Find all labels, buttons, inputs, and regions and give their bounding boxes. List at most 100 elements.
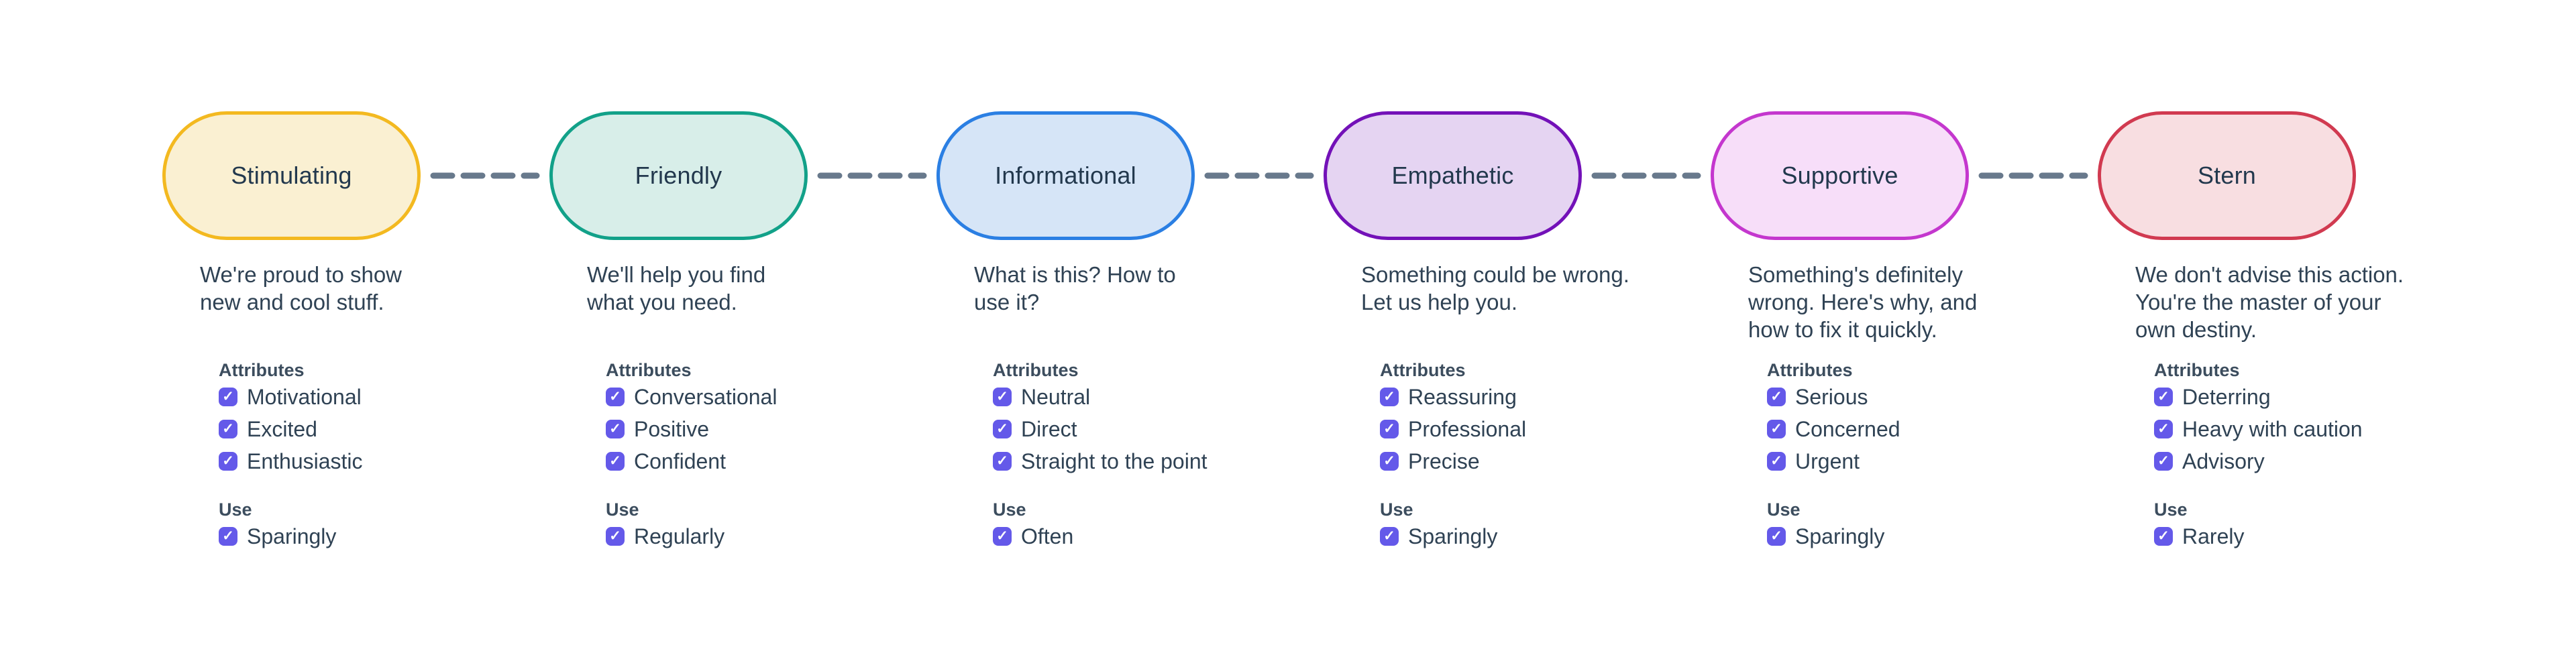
checkbox[interactable]: ✓	[1767, 527, 1786, 546]
checkbox[interactable]: ✓	[606, 420, 625, 438]
use-list: ✓ Sparingly	[1380, 524, 1497, 548]
attributes-section: Attributes ✓ Motivational ✓ Excited ✓ En…	[219, 359, 363, 484]
use-heading: Use	[1380, 499, 1413, 520]
checkbox-row: ✓ Advisory	[2154, 449, 2363, 473]
checkbox[interactable]: ✓	[1380, 452, 1399, 471]
use-list: ✓ Regularly	[606, 524, 724, 548]
checkbox[interactable]: ✓	[1380, 420, 1399, 438]
attributes-list: ✓ Motivational ✓ Excited ✓ Enthusiastic	[219, 385, 363, 473]
tone-name: Stimulating	[231, 162, 352, 189]
check-icon: ✓	[2157, 453, 2169, 469]
tone-column-informational: Informational What is this? How to use i…	[936, 0, 1272, 649]
checkbox[interactable]: ✓	[219, 420, 237, 438]
checkbox-label: Straight to the point	[1021, 449, 1208, 473]
attributes-list: ✓ Serious ✓ Concerned ✓ Urgent	[1767, 384, 1900, 473]
use-section: Use ✓ Sparingly	[219, 499, 336, 559]
tone-name: Empathetic	[1391, 162, 1514, 189]
checkbox-label: Sparingly	[247, 524, 337, 548]
checkbox-row: ✓ Motivational	[219, 385, 363, 409]
checkbox-row: ✓ Often	[993, 524, 1074, 548]
checkbox[interactable]: ✓	[1767, 452, 1786, 471]
checkbox-label: Serious	[1795, 384, 1868, 409]
tone-description: Something could be wrong. Let us help yo…	[1361, 262, 1629, 314]
tone-description: We're proud to show new and cool stuff.	[200, 262, 402, 314]
attributes-list: ✓ Reassuring ✓ Professional ✓ Precise	[1380, 385, 1527, 473]
checkbox[interactable]: ✓	[993, 452, 1012, 471]
checkbox-row: ✓ Enthusiastic	[219, 449, 363, 473]
checkbox[interactable]: ✓	[606, 388, 625, 406]
checkbox-label: Often	[1021, 524, 1074, 548]
attributes-heading: Attributes	[1767, 360, 1853, 380]
check-icon: ✓	[996, 420, 1008, 436]
checkbox[interactable]: ✓	[1767, 420, 1786, 438]
checkbox-label: Professional	[1408, 416, 1527, 441]
checkbox-row: ✓ Urgent	[1767, 449, 1900, 473]
use-section: Use ✓ Often	[993, 499, 1073, 559]
checkbox-row: ✓ Reassuring	[1380, 385, 1526, 409]
check-icon: ✓	[1770, 388, 1782, 404]
checkbox[interactable]: ✓	[993, 388, 1012, 406]
use-list: ✓ Sparingly	[219, 524, 337, 548]
check-icon: ✓	[2157, 420, 2169, 436]
checkbox-label: Neutral	[1021, 384, 1091, 409]
tone-column-empathetic: Empathetic Something could be wrong. Let…	[1324, 0, 1659, 649]
attributes-section: Attributes ✓ Reassuring ✓ Professional ✓…	[1380, 359, 1526, 484]
checkbox[interactable]: ✓	[219, 452, 237, 471]
checkbox[interactable]: ✓	[1380, 388, 1399, 406]
checkbox-row: ✓ Confident	[606, 449, 777, 473]
attributes-section: Attributes ✓ Deterring ✓ Heavy with caut…	[2154, 359, 2363, 484]
check-icon: ✓	[222, 453, 234, 469]
tone-description: We'll help you find what you need.	[587, 262, 766, 314]
checkbox-label: Positive	[634, 416, 710, 441]
attributes-list: ✓ Conversational ✓ Positive ✓ Confident	[606, 385, 777, 473]
checkbox-label: Motivational	[247, 384, 362, 409]
checkbox-row: ✓ Neutral	[993, 385, 1208, 409]
use-heading: Use	[993, 499, 1026, 520]
checkbox-row: ✓ Sparingly	[1380, 524, 1497, 548]
attributes-list: ✓ Deterring ✓ Heavy with caution ✓ Advis…	[2154, 385, 2363, 473]
checkbox-row: ✓ Conversational	[606, 385, 777, 409]
checkbox[interactable]: ✓	[219, 527, 237, 546]
use-heading: Use	[606, 499, 639, 520]
checkbox[interactable]: ✓	[2154, 388, 2173, 406]
check-icon: ✓	[609, 528, 621, 544]
checkbox[interactable]: ✓	[2154, 420, 2173, 438]
dashed-connector	[817, 172, 927, 179]
checkbox-label: Conversational	[634, 384, 777, 409]
use-list: ✓ Rarely	[2154, 524, 2244, 548]
checkbox[interactable]: ✓	[2154, 527, 2173, 546]
checkbox[interactable]: ✓	[993, 420, 1012, 438]
use-list: ✓ Sparingly	[1767, 524, 1885, 548]
tone-pill: Stern	[2098, 111, 2356, 240]
checkbox-label: Enthusiastic	[247, 449, 363, 473]
check-icon: ✓	[996, 453, 1008, 469]
tone-pill: Informational	[936, 111, 1195, 240]
checkbox-label: Precise	[1408, 449, 1480, 473]
check-icon: ✓	[1383, 453, 1395, 469]
checkbox[interactable]: ✓	[993, 527, 1012, 546]
check-icon: ✓	[2157, 388, 2169, 404]
checkbox[interactable]: ✓	[1767, 388, 1786, 406]
checkbox-row: ✓ Excited	[219, 417, 363, 441]
checkbox[interactable]: ✓	[1380, 527, 1399, 546]
dashed-connector	[1204, 172, 1314, 179]
checkbox-label: Direct	[1021, 416, 1077, 441]
checkbox-row: ✓ Rarely	[2154, 524, 2244, 548]
checkbox-label: Confident	[634, 449, 726, 473]
checkbox-label: Deterring	[2182, 384, 2271, 409]
checkbox-label: Sparingly	[1795, 524, 1885, 548]
checkbox[interactable]: ✓	[219, 388, 237, 406]
checkbox-row: ✓ Deterring	[2154, 385, 2363, 409]
attributes-heading: Attributes	[2154, 360, 2240, 380]
checkbox-label: Advisory	[2182, 449, 2265, 473]
checkbox[interactable]: ✓	[606, 452, 625, 471]
checkbox[interactable]: ✓	[606, 527, 625, 546]
use-section: Use ✓ Sparingly	[1767, 499, 1884, 559]
attributes-heading: Attributes	[993, 360, 1079, 380]
checkbox-label: Urgent	[1795, 449, 1860, 473]
dashed-connector	[1591, 172, 1701, 179]
checkbox[interactable]: ✓	[2154, 452, 2173, 471]
checkbox-row: ✓ Sparingly	[219, 524, 337, 548]
attributes-heading: Attributes	[219, 360, 305, 380]
checkbox-label: Reassuring	[1408, 384, 1517, 409]
